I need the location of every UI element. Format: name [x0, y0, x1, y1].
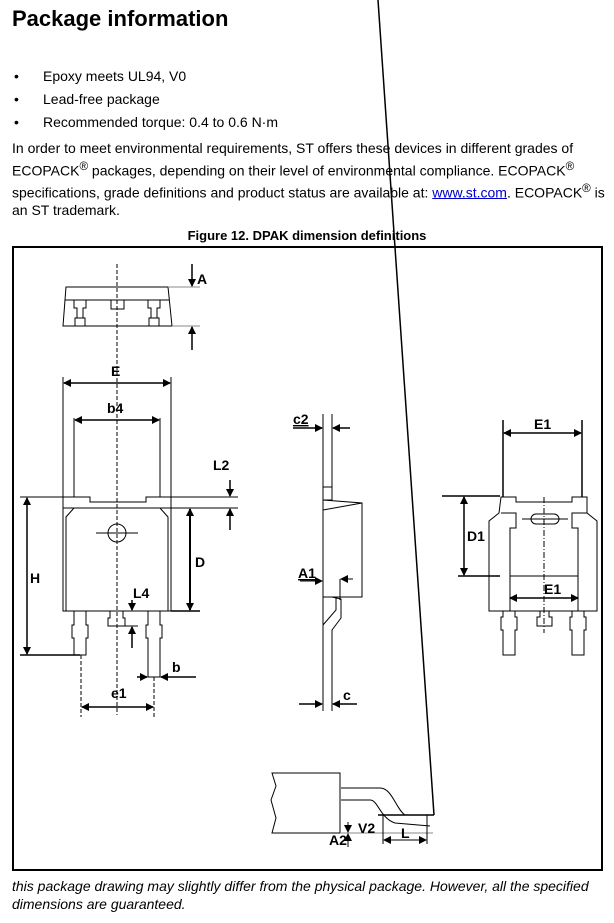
dim-label-c: c — [343, 687, 351, 703]
dim-label-e1-inner: E1 — [544, 581, 561, 597]
dim-label-d1: D1 — [467, 528, 485, 544]
dim-label-c2: c2 — [293, 411, 309, 427]
dim-label-a: A — [197, 271, 207, 287]
dim-label-e: E — [111, 363, 120, 379]
dim-label-a1: A1 — [298, 565, 316, 581]
page-title: Package information — [12, 6, 229, 31]
dim-label-l4: L4 — [133, 585, 150, 601]
dim-label-l2: L2 — [213, 457, 230, 473]
dim-label-e1-top: E1 — [534, 416, 551, 432]
figure-caption: Figure 12. DPAK dimension definitions — [187, 228, 427, 243]
front-view — [20, 264, 238, 717]
list-item: • Lead-free package — [12, 89, 278, 112]
st-website-link[interactable]: www.st.com — [432, 184, 507, 201]
dim-label-b: b — [172, 659, 181, 675]
dimension-labels: A E b4 L2 H D L4 b e1 c2 A1 c E1 D1 E1 V… — [30, 271, 561, 848]
registered-mark: ® — [565, 159, 575, 173]
dim-label-d: D — [195, 554, 205, 570]
ecopack-paragraph: In order to meet environmental requireme… — [12, 140, 607, 219]
text: is an ST trademark. — [12, 184, 605, 218]
dim-label-b4: b4 — [107, 400, 124, 416]
bullet-text: Recommended torque: 0.4 to 0.6 N·m — [43, 114, 279, 130]
bullet-icon: • — [14, 91, 19, 107]
bullet-icon: • — [14, 114, 19, 130]
figure-footnote: this package drawing may slightly differ… — [12, 878, 589, 912]
registered-mark: ® — [582, 181, 591, 195]
dim-label-v2: V2 — [358, 820, 375, 836]
dim-label-e1: e1 — [111, 685, 127, 701]
text: . ECOPACK — [506, 184, 583, 201]
dim-label-l: L — [401, 825, 410, 841]
figure-frame — [12, 246, 603, 871]
back-view — [442, 420, 598, 656]
text: specifications, grade definitions and pr… — [12, 184, 433, 201]
dim-label-a2: A2 — [329, 832, 347, 848]
bullet-text: Lead-free package — [43, 91, 160, 107]
top-view — [62, 264, 200, 350]
text: In order to meet environmental requireme… — [12, 140, 574, 179]
bullet-icon: • — [14, 68, 19, 84]
list-item: • Recommended torque: 0.4 to 0.6 N·m — [12, 112, 278, 135]
dim-label-h: H — [30, 570, 40, 586]
feature-list: • Epoxy meets UL94, V0 • Lead-free package… — [12, 66, 278, 135]
list-item: • Epoxy meets UL94, V0 — [12, 66, 278, 89]
bullet-text: Epoxy meets UL94, V0 — [43, 68, 187, 84]
lead-detail-view — [270, 0, 435, 847]
registered-mark: ® — [79, 159, 89, 173]
side-view — [293, 414, 363, 711]
text: packages, depending on their level of en… — [88, 162, 566, 179]
